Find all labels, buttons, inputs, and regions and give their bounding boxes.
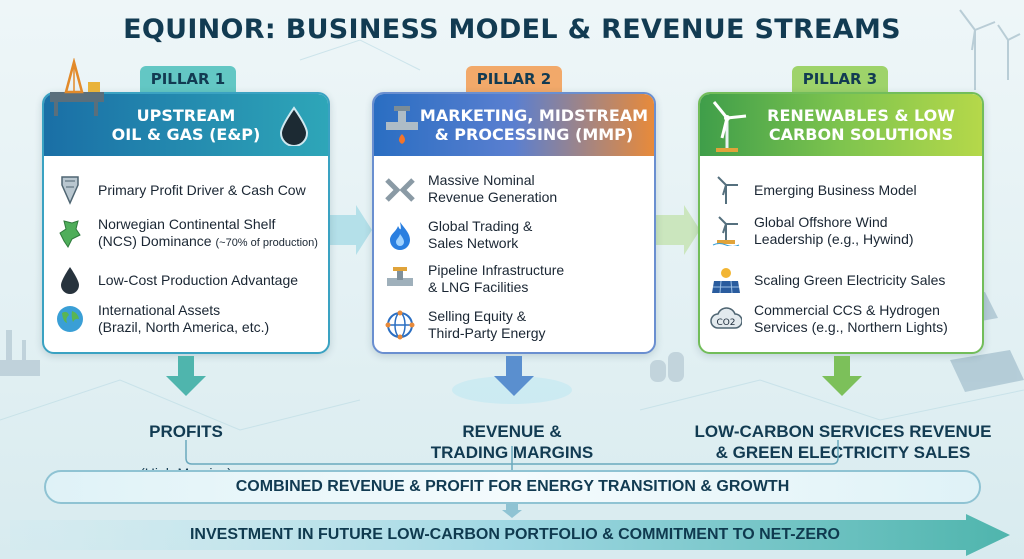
pillar-2-output-title: REVENUE & TRADING MARGINS (430, 422, 594, 462)
co2-icon: CO2 (710, 303, 742, 335)
globe-icon (54, 303, 86, 335)
oil-drop-header-icon (278, 106, 310, 151)
norway-map-icon (54, 218, 86, 250)
pillar-2-heading: MARKETING, MIDSTREAM & PROCESSING (MMP) (419, 106, 649, 144)
pillar-3-header: RENEWABLES & LOW CARBON SOLUTIONS (700, 94, 982, 156)
pillar-3-item-2: Global Offshore Wind Leadership (e.g., H… (710, 214, 914, 248)
pillar-1-item-2: Norwegian Continental Shelf (NCS) Domina… (54, 216, 318, 252)
pillar-3-item-4: CO2 Commercial CCS & Hydrogen Services (… (710, 302, 948, 336)
pillar-1-tag: PILLAR 1 (140, 66, 236, 92)
pillar-2-header: MARKETING, MIDSTREAM & PROCESSING (MMP) (374, 94, 654, 156)
pillar-1-card: UPSTREAM OIL & GAS (E&P) Primary Profit … (42, 92, 330, 354)
pillar-1-item-4: International Assets (Brazil, North Amer… (54, 302, 269, 336)
pillar-2-item-2: Global Trading & Sales Network (384, 218, 532, 252)
drill-bit-icon (54, 174, 86, 206)
co2-label: CO2 (716, 318, 735, 328)
pillar-2-card: MARKETING, MIDSTREAM & PROCESSING (MMP) … (372, 92, 656, 354)
page-title: EQUINOR: BUSINESS MODEL & REVENUE STREAM… (123, 14, 901, 45)
pillar-3-down-arrow (822, 356, 862, 396)
pipeline-valve-header-icon (382, 104, 422, 151)
pillar-1-output-title: PROFITS (149, 422, 223, 441)
globe-network-icon (384, 309, 416, 341)
pillar-2-item-1: Massive Nominal Revenue Generation (384, 172, 557, 206)
pillar-2-tag: PILLAR 2 (466, 66, 562, 92)
pillar-1-item-3: Low-Cost Production Advantage (54, 264, 298, 296)
pillar-3-heading: RENEWABLES & LOW CARBON SOLUTIONS (767, 106, 955, 144)
pillar-1-down-arrow (166, 356, 206, 396)
pillar-3-card: RENEWABLES & LOW CARBON SOLUTIONS Emergi… (698, 92, 984, 354)
combined-revenue-bar: COMBINED REVENUE & PROFIT FOR ENERGY TRA… (44, 470, 981, 504)
pillar-2-item-4: Selling Equity & Third-Party Energy (384, 308, 545, 342)
pillar-3-item-3: Scaling Green Electricity Sales (710, 264, 945, 296)
wind-turbine-icon (710, 174, 742, 206)
offshore-wind-header-icon (704, 96, 750, 159)
investment-banner: INVESTMENT IN FUTURE LOW-CARBON PORTFOLI… (189, 526, 840, 543)
pillar-1-heading: UPSTREAM OIL & GAS (E&P) (111, 106, 261, 144)
valve-icon (384, 263, 416, 295)
pillar-2-item-3: Pipeline Infrastructure & LNG Facilities (384, 262, 564, 296)
production-share-note: (~70% of production) (215, 237, 318, 249)
pillar-2-down-arrow (494, 356, 534, 396)
solar-panel-icon (710, 264, 742, 296)
flame-icon (384, 219, 416, 251)
pipeline-icon (384, 173, 416, 205)
pillar-3-item-1: Emerging Business Model (710, 174, 917, 206)
oil-drop-icon (54, 264, 86, 296)
offshore-wind-icon (710, 215, 742, 247)
pillar-1-header: UPSTREAM OIL & GAS (E&P) (44, 94, 328, 156)
pillar-3-output-title: LOW-CARBON SERVICES REVENUE & GREEN ELEC… (694, 422, 992, 462)
pillar-1-item-1: Primary Profit Driver & Cash Cow (54, 174, 306, 206)
pillar-3-tag: PILLAR 3 (792, 66, 888, 92)
